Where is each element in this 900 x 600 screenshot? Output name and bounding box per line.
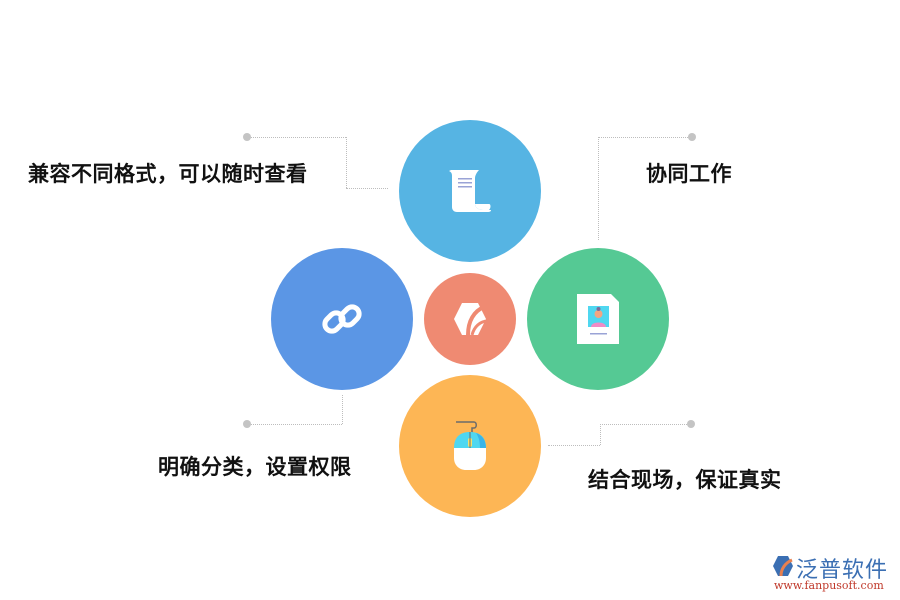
connector-line [600, 424, 687, 425]
label-bottom-onsite: 结合现场，保证真实 [588, 468, 782, 492]
fanpusoft-watermark: 泛普软件 www.fanpusoft.com [770, 552, 895, 597]
connector-dot-bottom-right [687, 420, 695, 428]
computer-mouse-icon [454, 421, 486, 470]
connector-line [342, 395, 343, 424]
node-top-compat-formats [399, 120, 541, 262]
node-left-classification [271, 248, 413, 390]
connector-line [346, 137, 347, 188]
brand-hexagon-leaf-icon [454, 303, 489, 336]
connector-line [548, 445, 600, 446]
chain-link-icon [322, 304, 362, 334]
connector-line [600, 424, 601, 445]
node-center-brand [424, 273, 516, 365]
scroll-document-icon [449, 170, 491, 212]
profile-card-icon [577, 294, 619, 344]
node-bottom-onsite [399, 375, 541, 517]
connector-line [346, 188, 388, 189]
node-right-collaboration [527, 248, 669, 390]
connector-dot-top-right [688, 133, 696, 141]
watermark-brand-text: 泛普软件 [796, 558, 889, 583]
watermark-url-text: www.fanpusoft.com [774, 579, 884, 592]
label-top-compat-formats: 兼容不同格式，可以随时查看 [28, 162, 308, 186]
label-left-classification: 明确分类，设置权限 [158, 455, 352, 479]
connector-line [251, 137, 346, 138]
connector-dot-top-left [243, 133, 251, 141]
connector-line [251, 424, 342, 425]
connector-line [598, 137, 599, 240]
label-right-collaboration: 协同工作 [646, 162, 732, 186]
connector-dot-bottom-left [243, 420, 251, 428]
connector-line [598, 137, 688, 138]
fanpu-logo-icon [773, 556, 793, 577]
